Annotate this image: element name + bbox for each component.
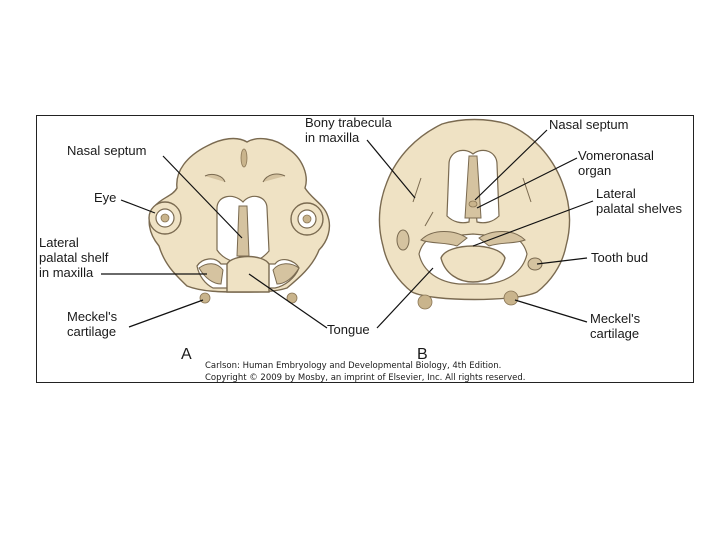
- meckels-left-b: [418, 295, 432, 309]
- vomeronasal-organ: [469, 201, 477, 207]
- label-meckels-a-1: Meckel's: [67, 309, 118, 324]
- meckels-right-b: [504, 291, 518, 305]
- label-nasal-septum-b: Nasal septum: [549, 117, 628, 132]
- embryo-palate-diagram: Nasal septum Eye Lateral palatal shelf i…: [37, 116, 695, 384]
- section-a: [149, 139, 329, 303]
- nasal-septum-a: [237, 206, 249, 256]
- label-nasal-septum-a: Nasal septum: [67, 143, 146, 158]
- meckels-left-a: [200, 293, 210, 303]
- label-lateral-palatal-shelf-1: Lateral: [39, 235, 79, 250]
- label-tongue: Tongue: [327, 322, 370, 337]
- tongue-a: [227, 257, 269, 293]
- label-lateral-shelves-2: palatal shelves: [596, 201, 682, 216]
- label-vomeronasal-2: organ: [578, 163, 611, 178]
- tooth-bud-left-b: [397, 230, 409, 250]
- credit-line-2: Copyright © 2009 by Mosby, an imprint of…: [205, 373, 525, 383]
- label-bony-trabecula-2: in maxilla: [305, 130, 360, 145]
- label-eye: Eye: [94, 190, 116, 205]
- panel-label-a: A: [181, 346, 192, 363]
- label-tooth-bud: Tooth bud: [591, 250, 648, 265]
- credit-line-1: Carlson: Human Embryology and Developmen…: [205, 361, 501, 371]
- label-bony-trabecula-1: Bony trabecula: [305, 116, 392, 130]
- label-lateral-palatal-shelf-3: in maxilla: [39, 265, 94, 280]
- label-lateral-palatal-shelf-2: palatal shelf: [39, 250, 109, 265]
- label-meckels-b-2: cartilage: [590, 326, 639, 341]
- label-meckels-a-2: cartilage: [67, 324, 116, 339]
- figure-frame: Nasal septum Eye Lateral palatal shelf i…: [36, 115, 694, 383]
- section-b: [380, 120, 570, 310]
- label-meckels-b-1: Meckel's: [590, 311, 641, 326]
- label-lateral-shelves-1: Lateral: [596, 186, 636, 201]
- label-vomeronasal-1: Vomeronasal: [578, 148, 654, 163]
